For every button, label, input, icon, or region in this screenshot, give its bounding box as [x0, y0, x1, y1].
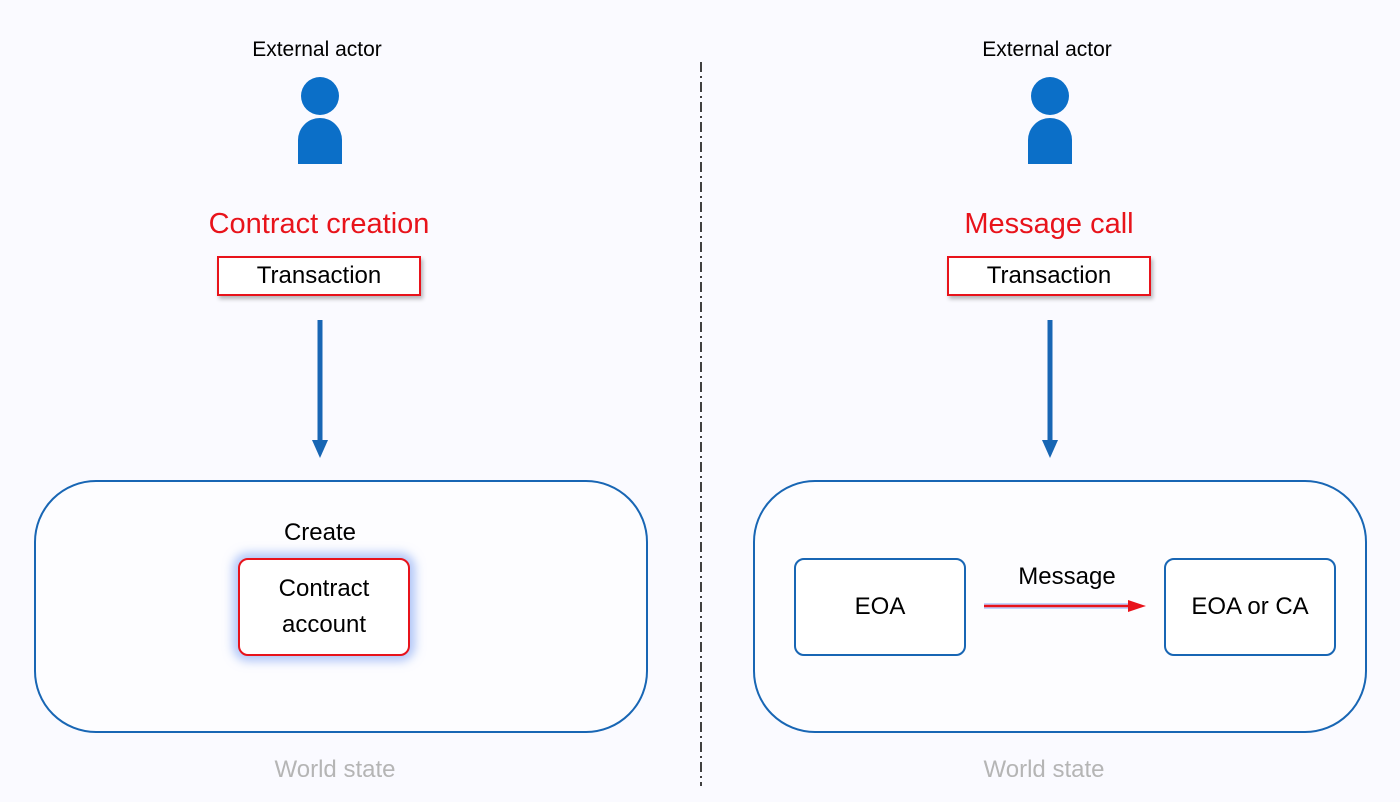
eoa-or-ca-box: EOA or CA [1164, 558, 1336, 656]
left-transaction-label: Transaction [256, 262, 382, 289]
left-actor-label: External actor [252, 38, 382, 61]
right-title: Message call [964, 208, 1134, 240]
left-transaction-box: Transaction [217, 256, 421, 296]
message-label: Message [1018, 563, 1116, 590]
right-person-icon [1028, 77, 1072, 164]
left-world-state-label: World state [274, 756, 396, 783]
left-down-arrow-icon [312, 320, 328, 458]
right-actor-label: External actor [982, 38, 1112, 61]
eoa-or-ca-label: EOA or CA [1191, 593, 1309, 620]
create-label: Create [283, 519, 357, 546]
contract-account-line2: account [281, 611, 367, 638]
message-right-arrow-icon [984, 600, 1146, 612]
right-world-state-label: World state [983, 756, 1105, 783]
panel-divider [700, 62, 702, 786]
right-transaction-label: Transaction [986, 262, 1112, 289]
eoa-box: EOA [794, 558, 966, 656]
left-title: Contract creation [208, 208, 430, 240]
contract-account-box: Contract account [238, 558, 410, 656]
right-down-arrow-icon [1042, 320, 1058, 458]
right-transaction-box: Transaction [947, 256, 1151, 296]
contract-account-line1: Contract [278, 575, 370, 602]
eoa-label: EOA [854, 593, 906, 620]
left-person-icon [298, 77, 342, 164]
